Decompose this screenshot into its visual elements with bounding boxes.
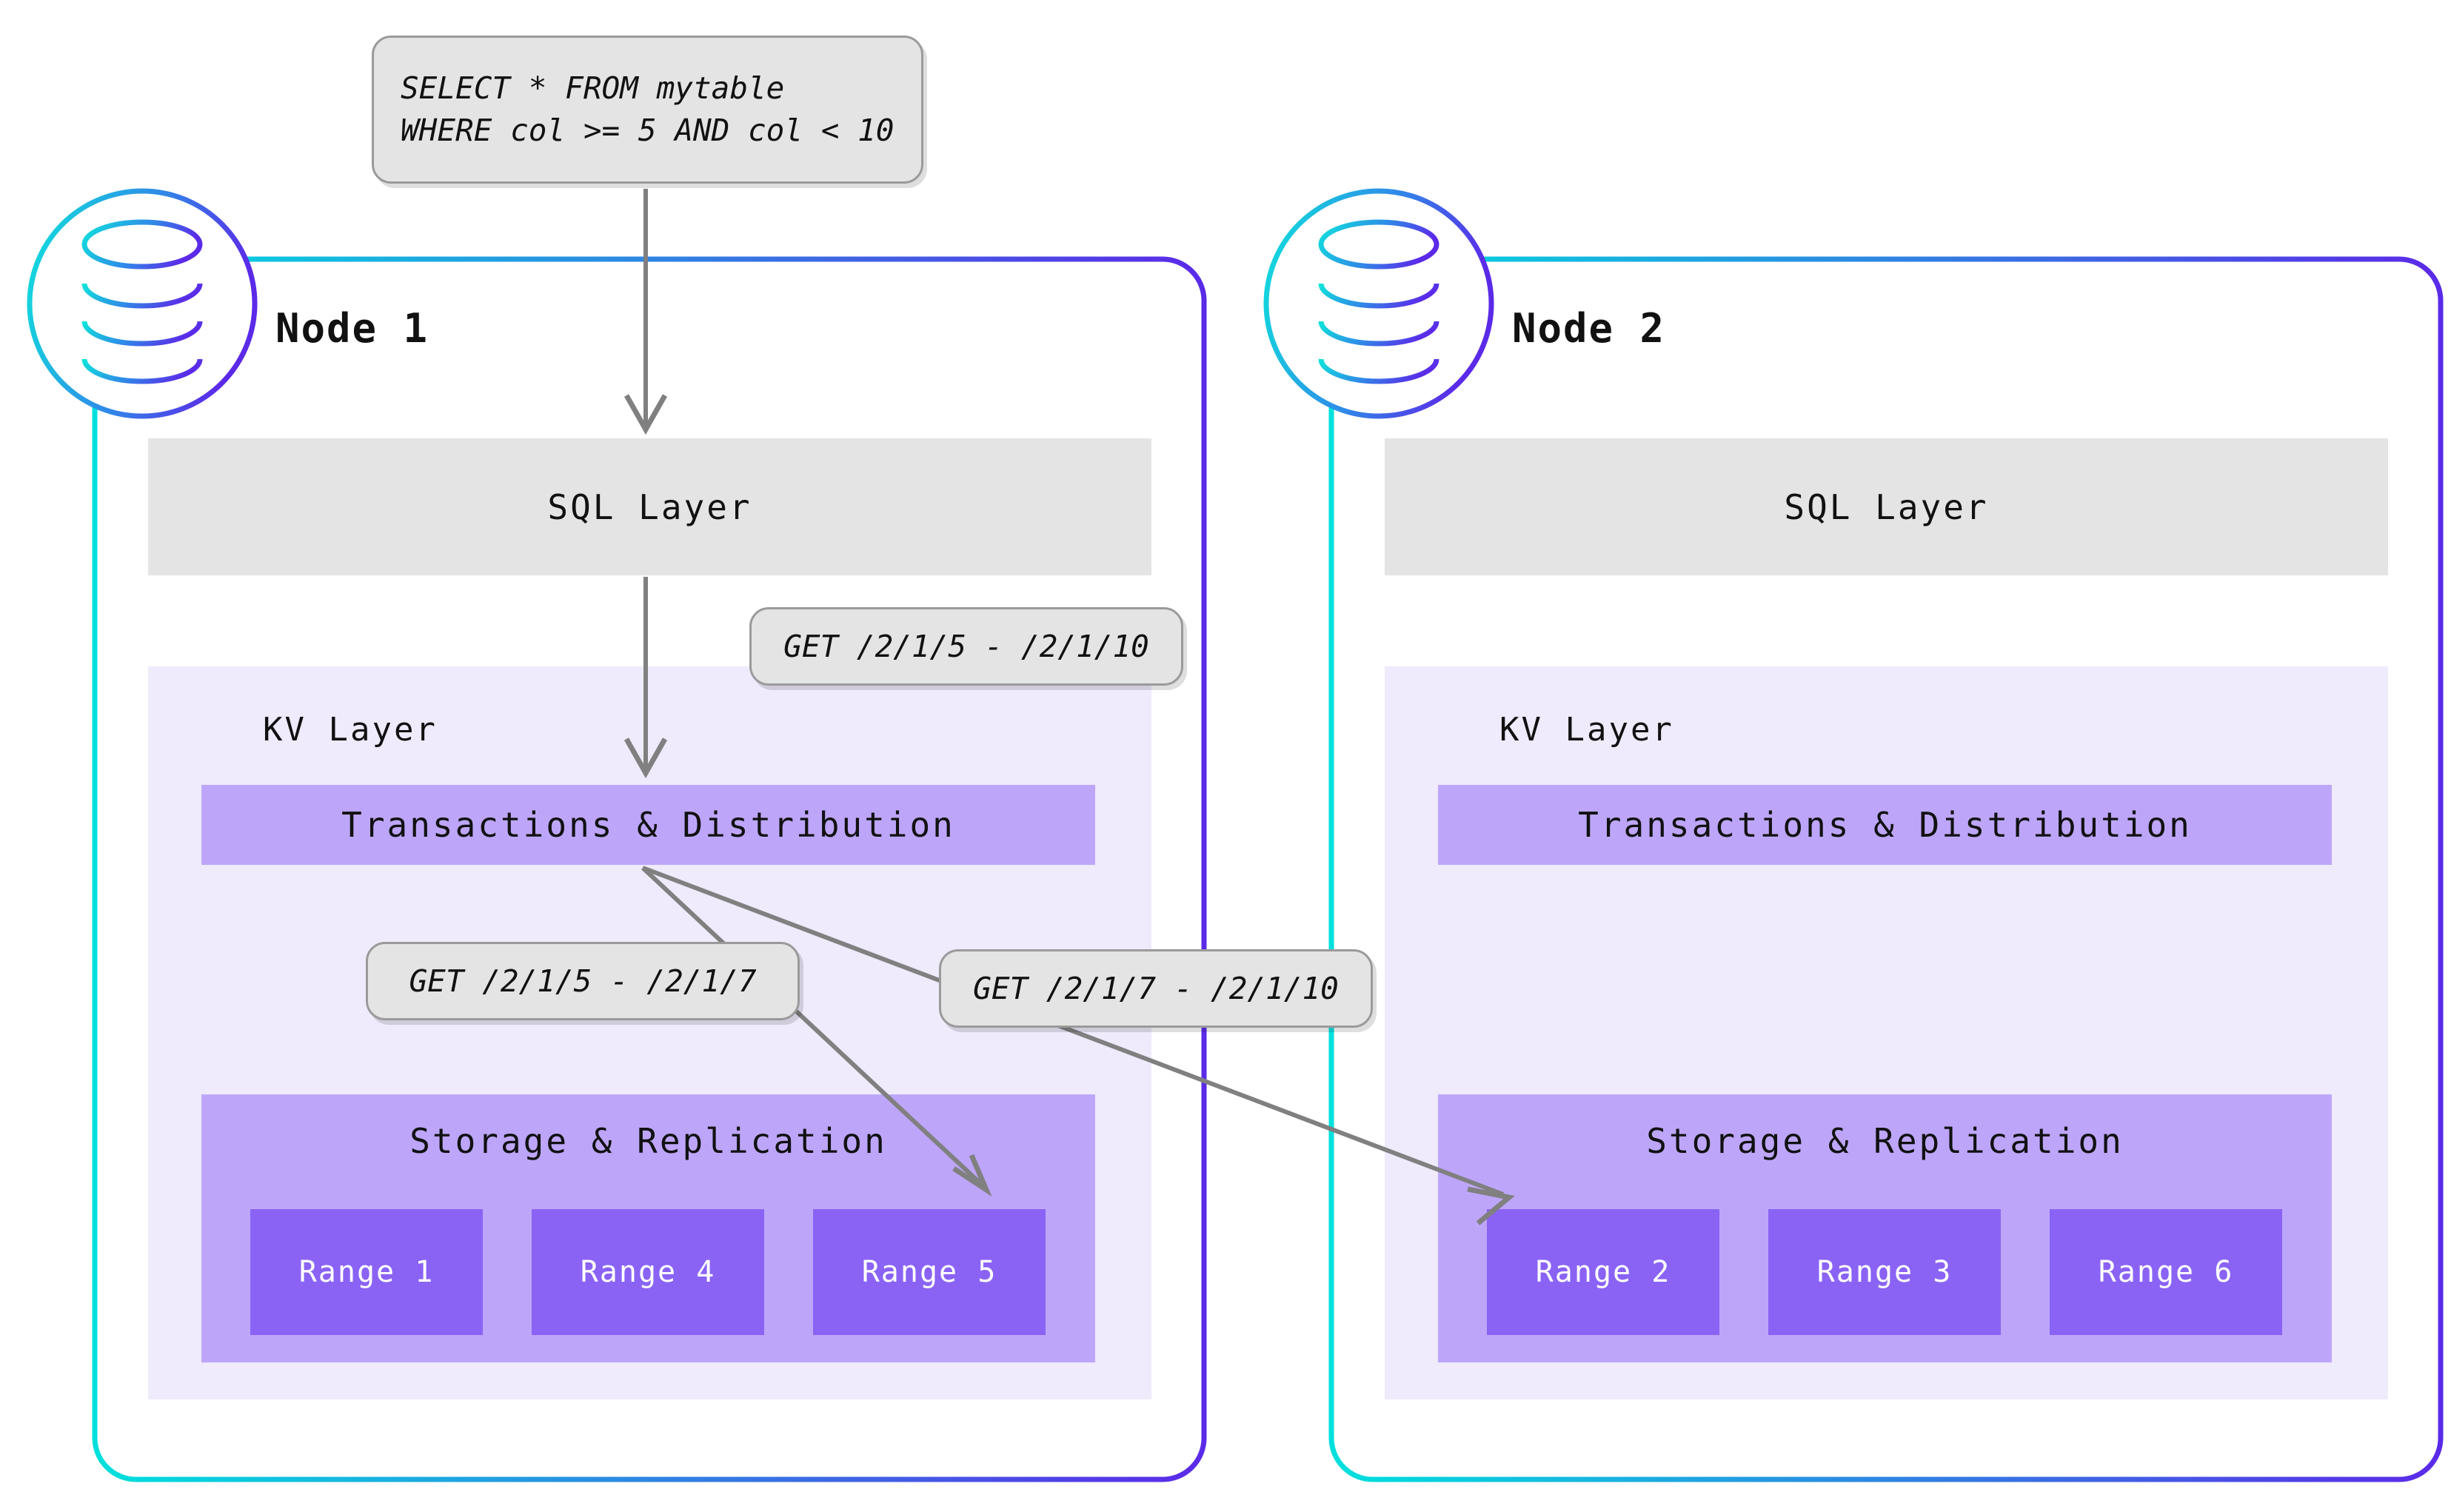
node-1-title: Node 1 [275, 305, 429, 352]
node-2-storage-replication-label: Storage & Replication [1646, 1121, 2124, 1161]
sql-query-callout: SELECT * FROM mytable WHERE col >= 5 AND… [372, 36, 923, 184]
node-1-sql-layer: SQL Layer [148, 438, 1151, 575]
node-1-range-1[interactable]: Range 1 [250, 1209, 483, 1335]
sql-query-line-1: SELECT * FROM mytable [401, 70, 785, 107]
node-1-storage-replication-label: Storage & Replication [409, 1121, 887, 1161]
node-1-kv-layer-label: KV Layer [263, 711, 438, 749]
node-1-range-5[interactable]: Range 5 [813, 1209, 1046, 1335]
callout-range-remote: GET /2/1/7 - /2/1/10 [939, 949, 1373, 1028]
node-2-sql-layer: SQL Layer [1385, 438, 2388, 575]
callout-range-local: GET /2/1/5 - /2/1/7 [366, 942, 800, 1020]
node-2-kv-layer-label: KV Layer [1499, 711, 1674, 749]
node-1-transactions-distribution: Transactions & Distribution [201, 785, 1095, 865]
node-2-transactions-distribution: Transactions & Distribution [1438, 785, 2332, 865]
node-2-title: Node 2 [1512, 305, 1666, 352]
callout-kv-request: GET /2/1/5 - /2/1/10 [749, 607, 1183, 686]
database-cylinder-icon [1263, 188, 1494, 419]
node-2-range-6[interactable]: Range 6 [2050, 1209, 2282, 1335]
database-cylinder-icon [27, 188, 258, 419]
sql-query-line-2: WHERE col >= 5 AND col < 10 [401, 113, 895, 148]
node-2-range-2[interactable]: Range 2 [1487, 1209, 1719, 1335]
node-2-range-3[interactable]: Range 3 [1768, 1209, 2001, 1335]
node-1-range-4[interactable]: Range 4 [532, 1209, 764, 1335]
